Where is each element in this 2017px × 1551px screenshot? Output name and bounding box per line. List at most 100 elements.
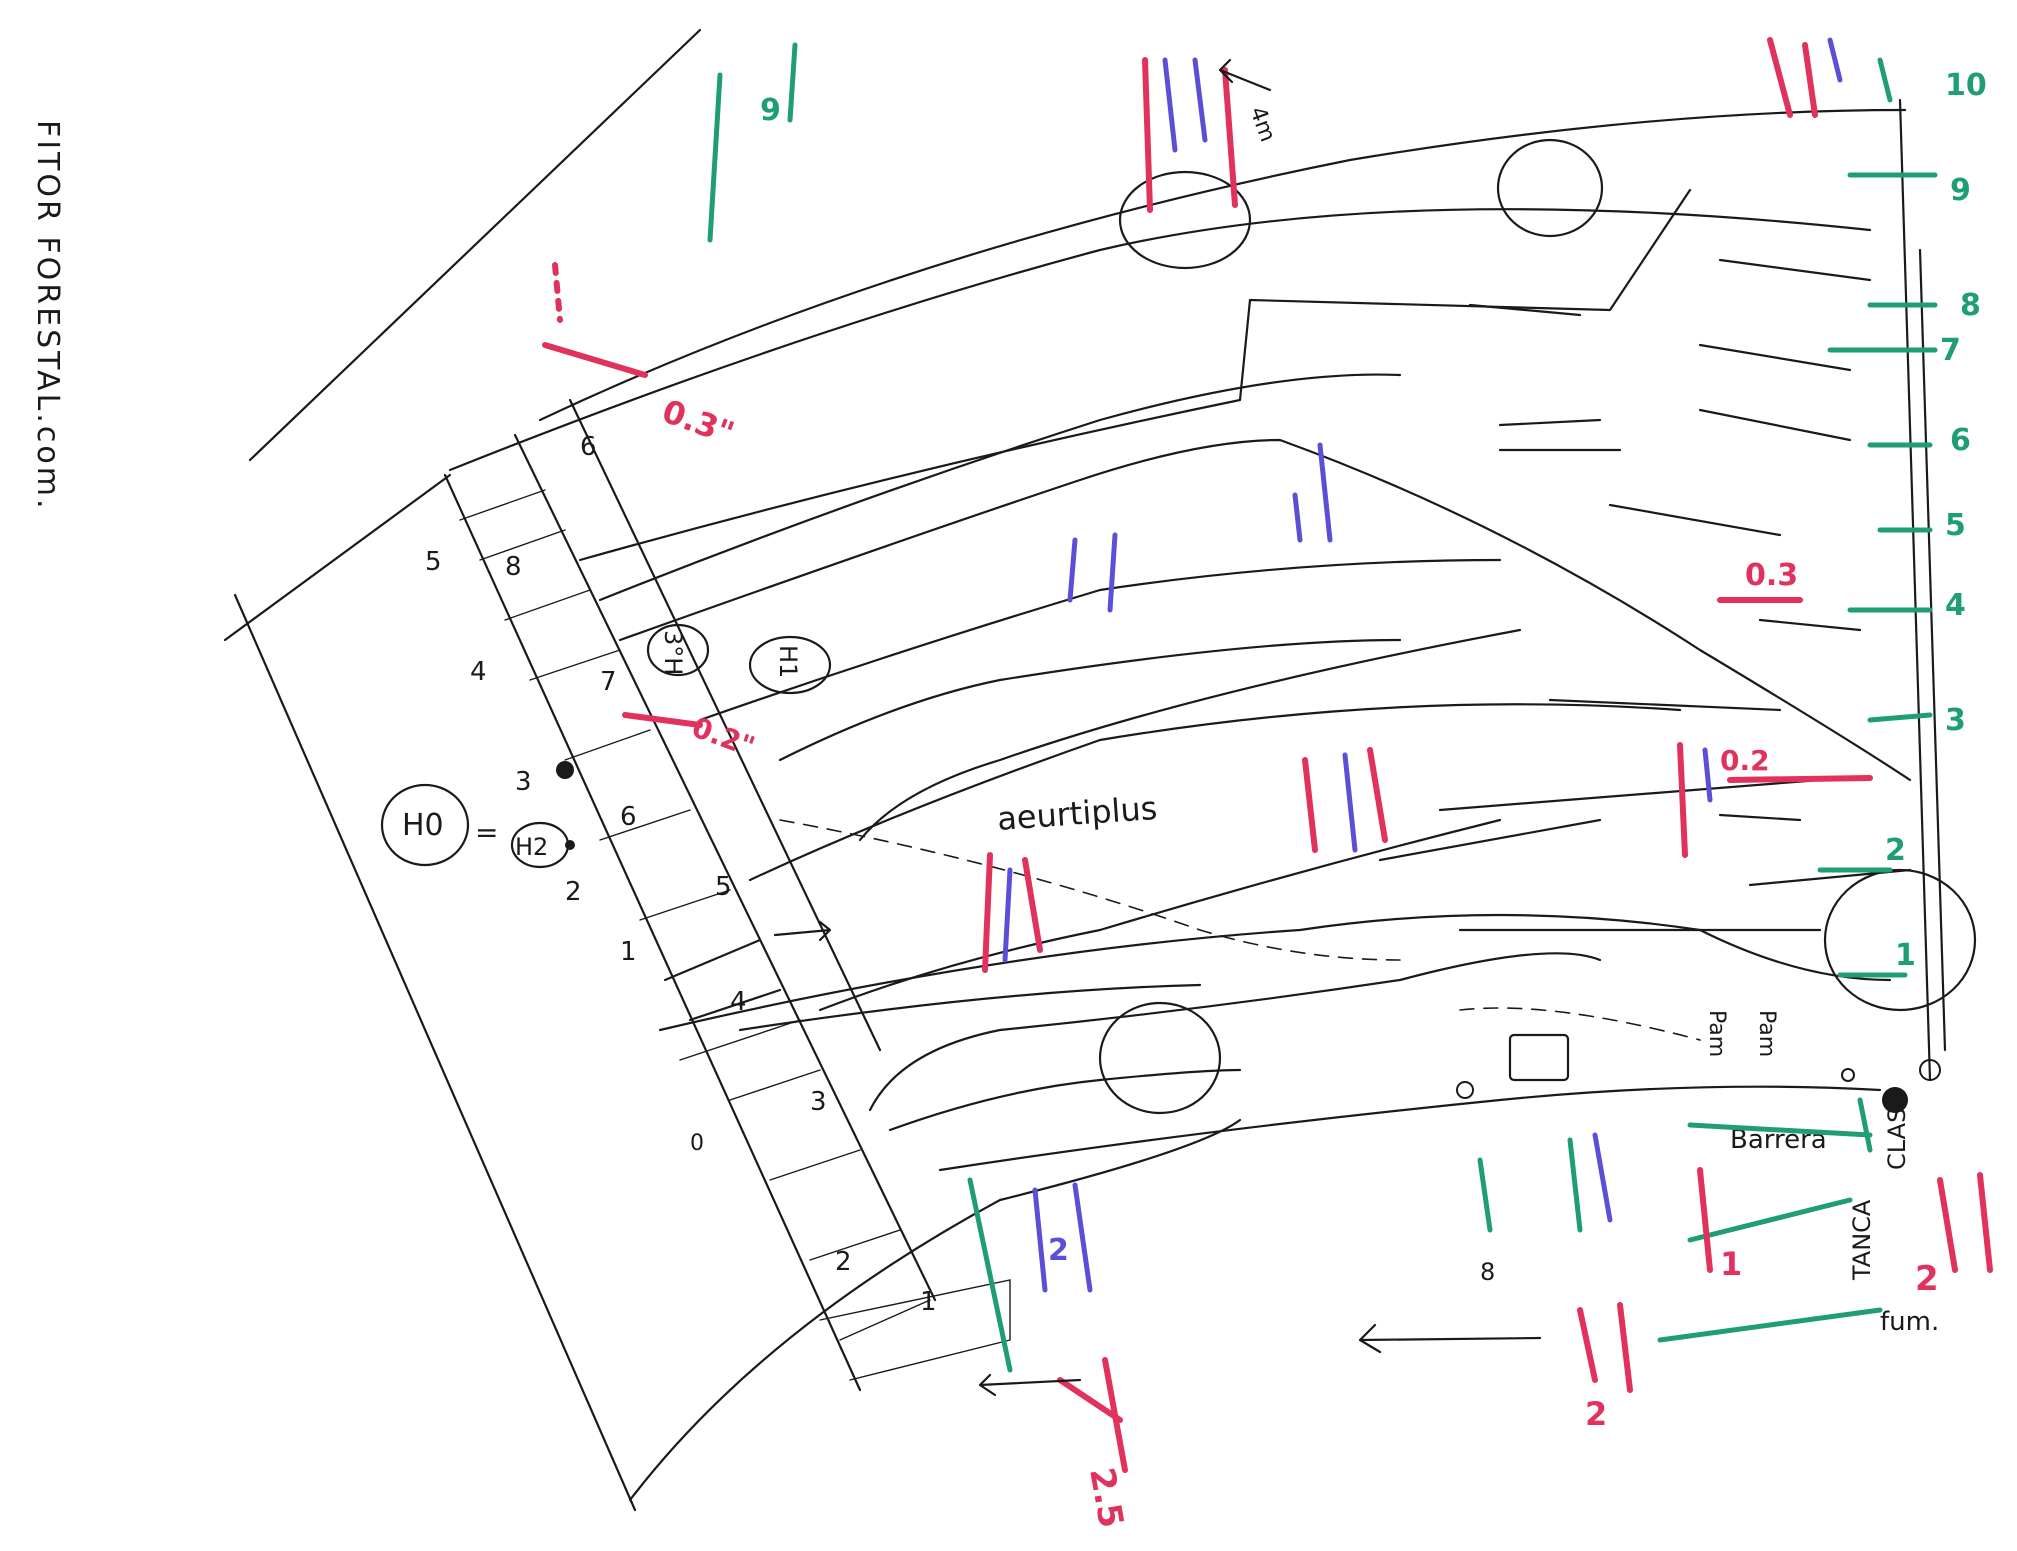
green-scale-number-2: 2 [1885, 833, 1906, 868]
red-tree-4 [1367, 747, 1388, 843]
left-mark-number-2: 2 [565, 877, 582, 907]
signature-text: FITOR FORESTAL.com. [30, 120, 65, 512]
eq-label: = [475, 816, 498, 849]
blue-top-2 [1192, 57, 1208, 143]
trees [380, 138, 1977, 1115]
red-top-right-2 [1802, 42, 1818, 118]
green-scale-number-1: 1 [1895, 938, 1916, 973]
hatch-r12 [1378, 818, 1602, 862]
pam-label-2: Pam [1754, 1010, 1779, 1057]
terrace-9 [748, 703, 1682, 882]
circle-3h [646, 623, 710, 677]
terrace-7 [778, 638, 1402, 762]
boundary-lines [223, 28, 1947, 1512]
stair-tread-10 [729, 1069, 821, 1101]
blue-right-1 [1592, 1132, 1613, 1223]
stair-tread-8 [663, 938, 762, 982]
red-labels: 0.3" 0.2" 0.3 0.2 2.5 2 1 2 [657, 392, 1938, 1531]
red-02-underline [1727, 775, 1873, 783]
stair-tread-6 [599, 809, 691, 841]
hatch-r9 [1758, 618, 1862, 632]
h1-label: H1 [774, 645, 802, 678]
stair-number-4: 4 [730, 987, 747, 1017]
red-right-3 [1617, 1302, 1633, 1393]
stair-tread-14 [679, 1019, 801, 1061]
h0-label: H0 [402, 808, 444, 843]
hatch-r4 [1698, 408, 1852, 442]
red-markings [542, 37, 1993, 1473]
red-top-1 [1142, 57, 1153, 213]
green-scale-number-10: 10 [1945, 68, 1987, 103]
red-bottom-1 [1102, 1357, 1128, 1473]
boundary-left-edge [233, 593, 637, 1512]
arrow-mid [773, 920, 832, 942]
species-label: aeurtiplus [996, 789, 1159, 838]
stair-number-3: 3 [810, 1087, 827, 1117]
green-scale-number-7: 7 [1940, 333, 1961, 368]
measure-02-left: 0.2" [688, 711, 760, 764]
stair-number-2: 2 [835, 1247, 852, 1277]
measure-2-bottom: 2 [1585, 1395, 1607, 1433]
green-top-mark [787, 42, 798, 123]
marker-dot-2 [565, 840, 575, 850]
dashed-path [779, 819, 1701, 1041]
right-vertical-edge [1898, 98, 1932, 1082]
green-tick-3 [1867, 712, 1933, 723]
green-top-mark-2 [707, 72, 723, 243]
arrow-top [1218, 58, 1272, 92]
blue-mid-3 [1292, 492, 1303, 543]
stair-number-8: 8 [505, 552, 522, 582]
terrace-12 [868, 952, 1602, 1112]
terrace-lines [448, 108, 1912, 1172]
stair-tread-9 [688, 988, 782, 1022]
hatch-r5 [1498, 418, 1602, 427]
pam-label: Pam [1704, 1010, 1729, 1057]
terrace-4 [598, 373, 1402, 602]
marker-dot-1 [556, 761, 574, 779]
blue-tree-3 [1702, 747, 1713, 803]
marker-ring-2 [1919, 1059, 1941, 1081]
hatch-r10 [1438, 778, 1822, 812]
measure-02-right: 0.2 [1720, 744, 1770, 777]
stair-tread-4 [529, 649, 621, 681]
circle-h0 [380, 783, 470, 867]
arrow-bottom [978, 1373, 1082, 1397]
boundary-top-diagonal [248, 28, 702, 462]
right-vertical-edge-2 [1918, 248, 1947, 1052]
hatch-r2 [1468, 303, 1582, 317]
red-right-5 [1977, 1172, 1993, 1273]
measure-2-blue: 2 [1048, 1233, 1069, 1268]
red-right-2 [1577, 1307, 1598, 1383]
green-line-c [1687, 1197, 1853, 1243]
measure-03-right: 0.3 [1745, 558, 1798, 593]
blue-tree-1 [1002, 867, 1013, 963]
hatch-r7 [1608, 503, 1782, 537]
hatch-r3 [1698, 343, 1852, 372]
stair-rail-outer [568, 398, 882, 1052]
red-bottom-cut [1057, 1377, 1123, 1423]
terrace-8 [858, 628, 1522, 842]
stair-tread-3 [504, 589, 591, 621]
red-right-1 [1697, 1167, 1713, 1273]
blue-markings [1002, 37, 1843, 1293]
red-tree-5 [1677, 742, 1688, 858]
red-cut-mid [622, 712, 703, 728]
terrace-14 [938, 1085, 1882, 1172]
circle-h1 [748, 635, 832, 695]
blue-top-1 [1162, 57, 1178, 153]
stair-tread-13 [839, 1299, 931, 1341]
left-mark-number-6: 6 [580, 432, 597, 462]
stair-number-6: 6 [620, 802, 637, 832]
stair-tread-2 [479, 529, 566, 561]
tree-top-center [1118, 170, 1252, 270]
fum-label: fum. [1880, 1307, 1939, 1337]
stair-number-7: 7 [600, 667, 617, 697]
blue-bottom-1 [1032, 1187, 1048, 1293]
boundary-upper-left [223, 473, 452, 642]
stair-rail-right [513, 433, 937, 1302]
stair-tread-11 [769, 1149, 861, 1181]
red-dots-left [552, 262, 563, 323]
